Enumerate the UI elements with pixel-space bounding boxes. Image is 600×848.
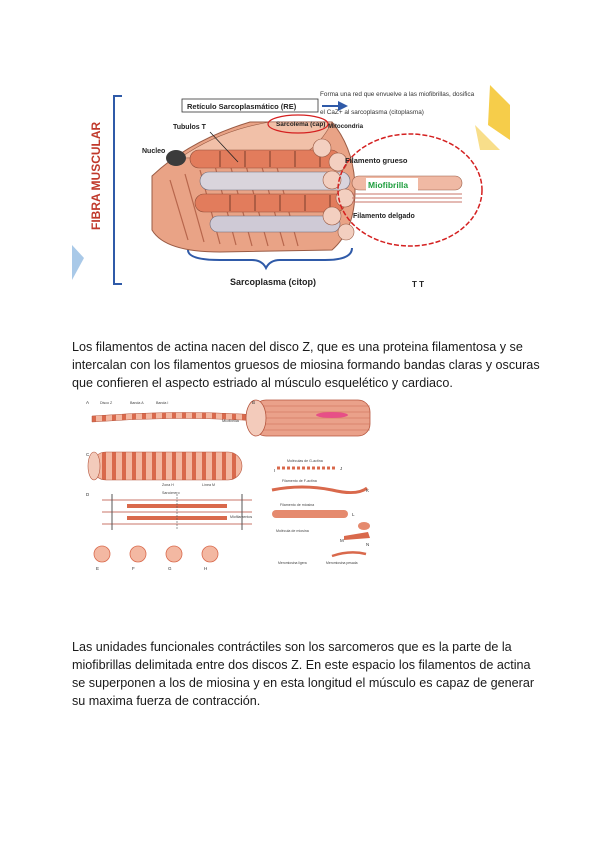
left-bracket	[113, 95, 122, 285]
myofibril-end	[87, 451, 101, 481]
re-label: Retículo Sarcoplasmático (RE)	[187, 102, 297, 111]
letter-l: L	[352, 512, 355, 517]
letter-h: H	[204, 566, 207, 571]
letter-b: B	[252, 400, 255, 405]
paragraph-sarcomeros: Las unidades funcionales contráctiles so…	[72, 638, 535, 710]
letter-n: N	[366, 542, 369, 547]
letter-i: I	[274, 468, 275, 473]
yellow-accent-shape-2	[475, 125, 500, 150]
banda-a-label: Banda A	[130, 401, 144, 405]
corner-mark: T T	[412, 280, 424, 289]
paragraph2-line2: miofibrillas delimitada entre dos discos…	[72, 658, 531, 672]
letter-j: J	[340, 466, 342, 471]
paragraph1-line2: intercalan con los filamentos gruesos de…	[72, 358, 540, 372]
letter-a: A	[86, 400, 89, 405]
miofibrilla-label-fig2: Miofibrilla	[222, 418, 240, 423]
paragraph-actina: Los filamentos de actina nacen del disco…	[72, 338, 540, 392]
paragraph2-line3: se superponen a los de miosina y en esta…	[72, 676, 535, 690]
fibra-muscular-label: FIBRA MUSCULAR	[89, 121, 103, 230]
cross-sections	[93, 545, 219, 563]
sarcomere-filaments	[102, 494, 252, 530]
sarcolema-ellipse	[267, 114, 329, 134]
molecula-actina-label: Moléculas de G-actina	[287, 459, 323, 463]
filamento-delgado-label: Filamento delgado	[353, 213, 415, 220]
zona-h-label: Zona H	[162, 483, 174, 487]
paragraph2-line1: Las unidades funcionales contráctiles so…	[72, 640, 512, 654]
letter-m: M	[340, 538, 344, 543]
sarcomero-label: Sarcómero	[162, 491, 180, 495]
meromiosina-ligera-label: Meromiosina ligera	[278, 561, 307, 565]
meromiosina-pesada-label: Meromiosina pesada	[326, 561, 358, 565]
letter-f: F	[132, 566, 135, 571]
sarcoplasma-label: Sarcoplasma (citop)	[230, 277, 316, 287]
re-note-line2: el CaZ+ al sarcoplasma (citoplasma)	[320, 109, 424, 116]
disco-z-label: Disco Z	[100, 401, 113, 405]
tubulos-pointer	[209, 131, 239, 163]
letter-g: G	[168, 566, 172, 571]
fiber-end-cap	[245, 399, 267, 437]
figure-sarcomere: Disco Z Banda A Banda I Miofibrilla Zona…	[86, 399, 371, 571]
paragraph1-line3: que confieren el aspecto estriado al mús…	[72, 376, 453, 390]
banda-i-label: Banda I	[156, 401, 168, 405]
bottom-brace	[187, 247, 353, 271]
figure-muscle-fiber: FIBRA MUSCULAR Retículo Sarcoplasmático …	[72, 85, 510, 289]
letter-d: D	[86, 492, 90, 497]
re-arrow-icon	[322, 101, 348, 111]
re-label-box	[181, 98, 319, 113]
paragraph1-line1: Los filamentos de actina nacen del disco…	[72, 340, 523, 354]
sarcolema-label: Sarcolema (cap)	[276, 121, 325, 128]
myofibril-cylinder	[91, 451, 243, 481]
letter-e: E	[96, 566, 99, 571]
miofibrilla-label: Miofibrilla	[368, 180, 408, 190]
filamento-grueso-label: Filamento grueso	[345, 156, 408, 165]
mitocondria-label: Mitocondria	[328, 123, 364, 130]
myofibril-end-caps	[312, 138, 355, 241]
filamento-miosina-label: Filamento de miosina	[280, 503, 314, 507]
miofilamentos-label: Miofilamentos	[230, 515, 252, 519]
linea-m-label: Línea M	[202, 483, 215, 487]
paragraph2-line4: su maxima fuerza de contracción.	[72, 694, 261, 708]
re-note-line1: Forma una red que envuelve a las miofibr…	[320, 91, 475, 98]
myofibril-cylinders	[189, 149, 351, 233]
molecula-miosina-label: Molécula de miosina	[276, 529, 309, 533]
blue-accent-shape	[72, 245, 84, 280]
thin-filaments	[352, 193, 462, 203]
miofibrilla-label-box	[366, 178, 418, 191]
molecular-detail	[271, 466, 370, 558]
nucleo-label: Nucleo	[142, 148, 165, 155]
red-highlight-ellipse	[337, 133, 483, 247]
letter-k: K	[366, 488, 369, 493]
fiber-highlight	[316, 412, 348, 418]
yellow-accent-shape	[488, 85, 510, 140]
f-actina-label: Filamento de F-actina	[282, 479, 317, 483]
letter-c: C	[86, 452, 90, 457]
nucleus-shape	[166, 150, 186, 166]
tubulos-label: Tubulos T	[173, 124, 207, 131]
